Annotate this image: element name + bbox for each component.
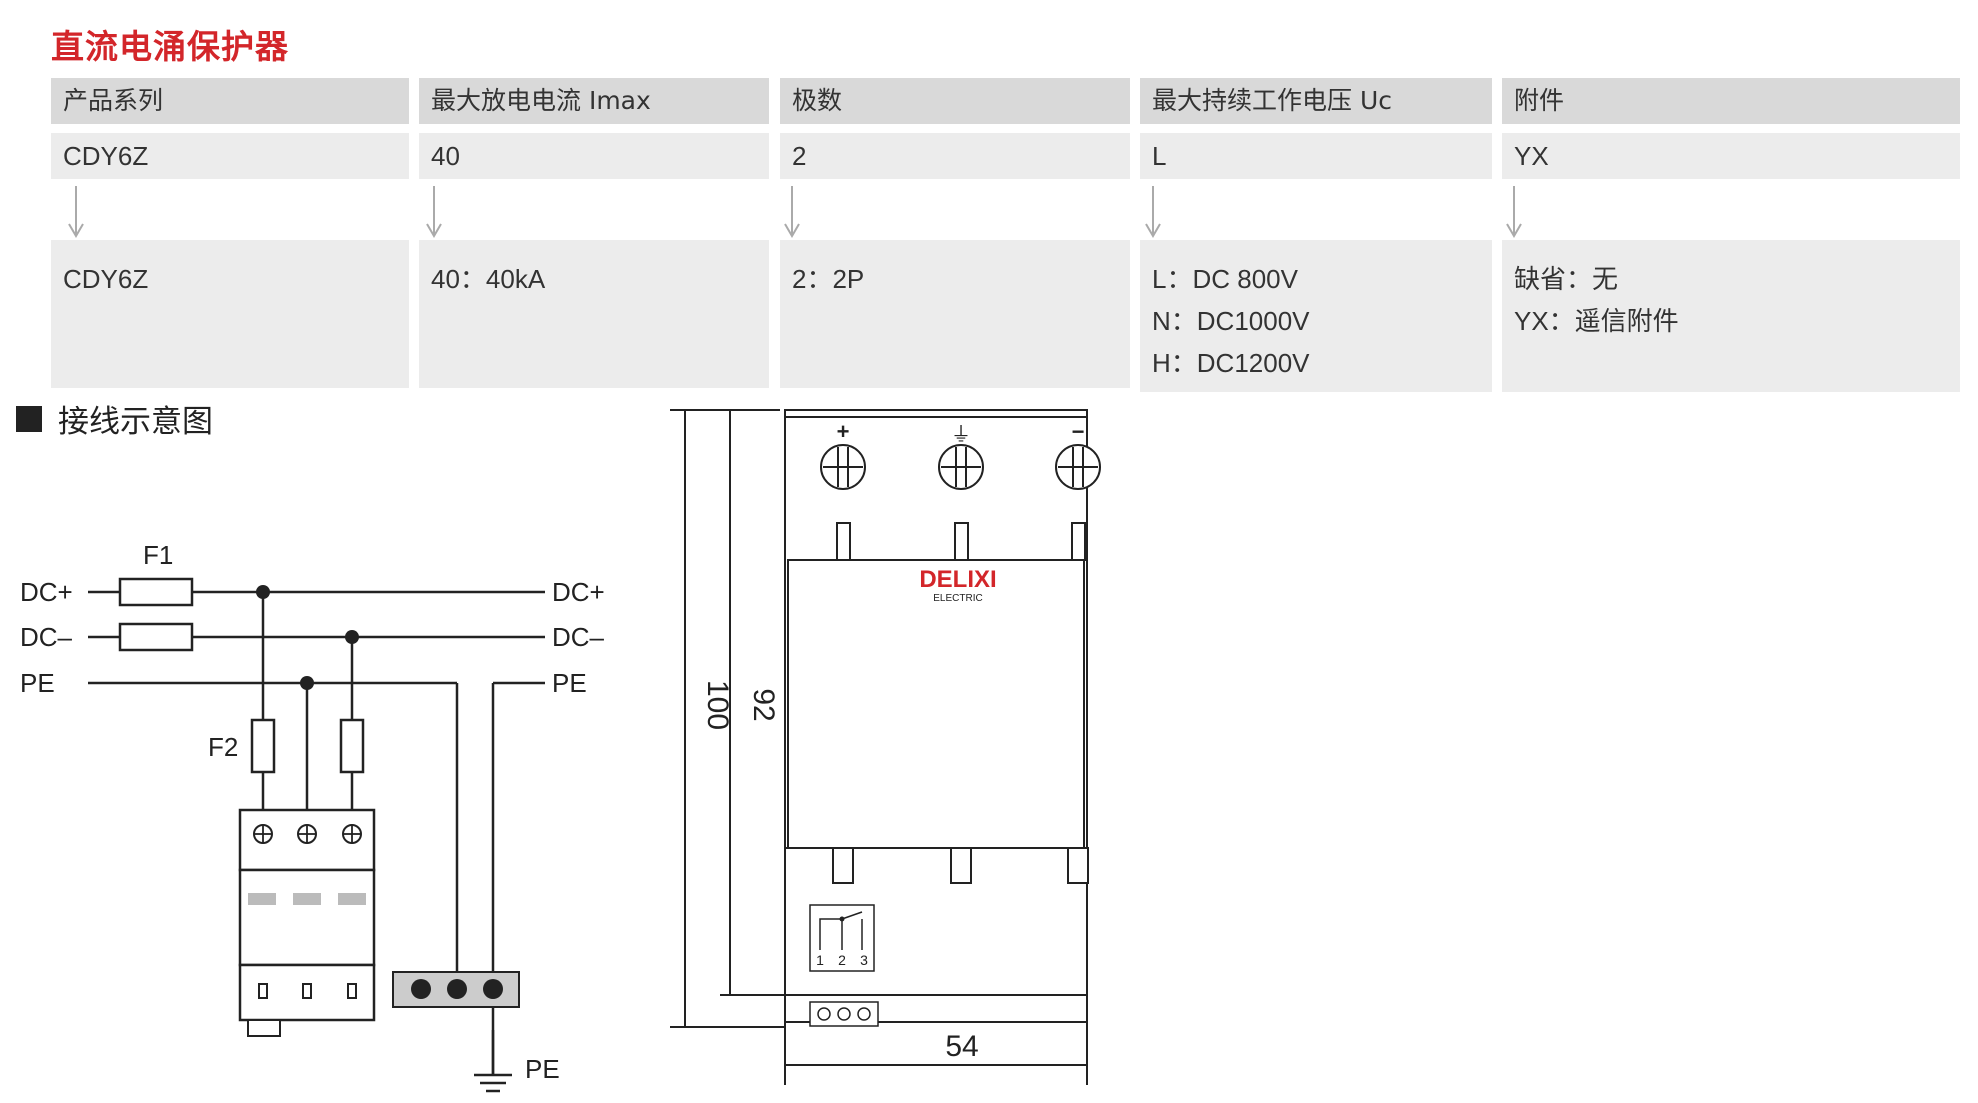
label-dc-plus-right: DC+: [552, 577, 605, 607]
value-uc: L: [1140, 133, 1492, 179]
down-arrow-icon: [68, 186, 84, 238]
label-dc-plus-left: DC+: [20, 577, 73, 607]
options-poles: 2：2P: [780, 240, 1130, 388]
contact-2: 2: [838, 952, 846, 968]
contact-3: 3: [860, 952, 868, 968]
options-accessory: 缺省：无 YX：遥信附件: [1502, 240, 1960, 392]
square-bullet-icon: [16, 405, 42, 432]
terminal-plus: +: [837, 419, 850, 444]
indicator-window: [248, 893, 276, 905]
label-f2: F2: [208, 732, 238, 762]
section-heading: 接线示意图: [16, 396, 213, 441]
dim-height-body: 92: [747, 688, 780, 721]
contact-1: 1: [816, 952, 824, 968]
col-header-uc: 最大持续工作电压 Uc: [1140, 78, 1492, 124]
label-pe-right: PE: [552, 668, 587, 698]
col-header-imax: 最大放电电流 Imax: [419, 78, 769, 124]
remote-signal-terminal: [247, 1019, 281, 1037]
down-arrow-icon: [426, 186, 442, 238]
indicator-window: [293, 893, 321, 905]
value-series: CDY6Z: [51, 133, 409, 179]
options-series: CDY6Z: [51, 240, 409, 388]
brand-subtitle: ELECTRIC: [933, 593, 982, 604]
label-f1: F1: [143, 540, 173, 570]
col-header-accessory: 附件: [1502, 78, 1960, 124]
value-poles: 2: [780, 133, 1130, 179]
dim-height-total: 100: [701, 680, 734, 730]
terminal-minus: −: [1072, 419, 1085, 444]
dimension-drawing: + ⏚ − DELIXI ELECTRIC 1 2 3 100 92 54: [670, 409, 1101, 1085]
options-imax: 40：40kA: [419, 240, 769, 388]
terminal-ground: ⏚: [951, 424, 971, 446]
label-pe-ground: PE: [525, 1054, 560, 1084]
brand-logo: DELIXI: [919, 566, 996, 593]
value-accessory: YX: [1502, 133, 1960, 179]
indicator-window: [338, 893, 366, 905]
down-arrow-icon: [784, 186, 800, 238]
value-imax: 40: [419, 133, 769, 179]
options-uc: L：DC 800V N：DC1000V H：DC1200V: [1140, 240, 1492, 392]
label-dc-minus-left: DC–: [20, 622, 73, 652]
label-dc-minus-right: DC–: [552, 622, 605, 652]
page-title: 直流电涌保护器: [51, 27, 289, 66]
down-arrow-icon: [1506, 186, 1522, 238]
dim-width: 54: [945, 1030, 978, 1063]
col-header-series: 产品系列: [51, 78, 409, 124]
col-header-poles: 极数: [780, 78, 1130, 124]
down-arrow-icon: [1145, 186, 1161, 238]
label-pe-left: PE: [20, 668, 55, 698]
wiring-diagram: F1 F2 DC+ DC– PE DC+ DC– PE PE: [20, 540, 605, 1093]
